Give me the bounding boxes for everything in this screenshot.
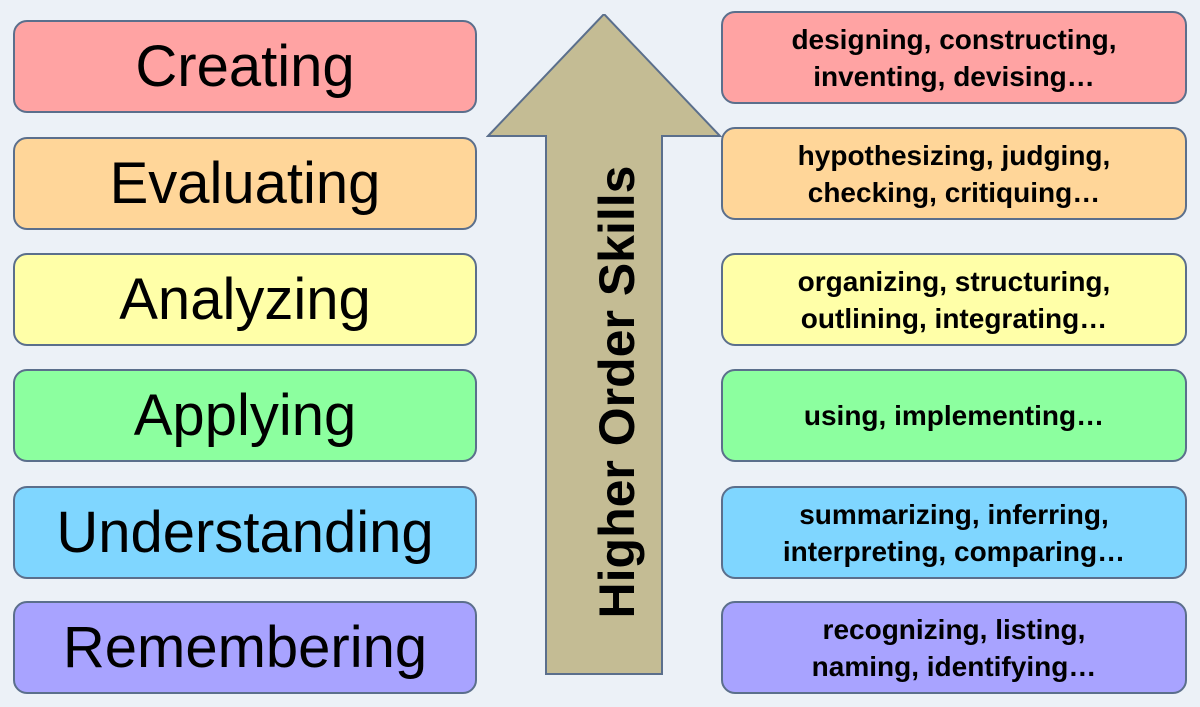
up-arrow-icon: Higher Order Skills [485, 12, 723, 675]
verbs-creating: designing, constructing, inventing, devi… [721, 11, 1187, 104]
verbs-line: interpreting, comparing… [782, 535, 1126, 567]
level-label: Remembering [62, 615, 428, 680]
verbs-line: using, implementing… [803, 400, 1105, 431]
verbs-line: checking, critiquing… [807, 176, 1101, 208]
level-analyzing: Analyzing [13, 253, 477, 346]
verbs-line: naming, identifying… [811, 650, 1097, 682]
verbs-evaluating: hypothesizing, judging, checking, critiq… [721, 127, 1187, 220]
level-applying: Applying [13, 369, 477, 462]
verbs-line: organizing, structuring, [797, 265, 1111, 297]
level-creating: Creating [13, 20, 477, 113]
verbs-remembering: recognizing, listing, naming, identifyin… [721, 601, 1187, 694]
verbs-line: designing, constructing, [791, 23, 1117, 55]
higher-order-skills-arrow: Higher Order Skills [485, 12, 723, 676]
verbs-understanding: summarizing, inferring, interpreting, co… [721, 486, 1187, 579]
verbs-line: summarizing, inferring, [799, 498, 1109, 530]
verbs-analyzing: organizing, structuring, outlining, inte… [721, 253, 1187, 346]
arrow-label: Higher Order Skills [589, 166, 645, 619]
level-label: Creating [135, 34, 355, 99]
verbs-line: outlining, integrating… [800, 302, 1108, 334]
verbs-line: hypothesizing, judging, [797, 139, 1111, 171]
verbs-line: inventing, devising… [813, 60, 1095, 92]
level-label: Understanding [56, 500, 434, 565]
level-label: Analyzing [119, 267, 371, 332]
level-remembering: Remembering [13, 601, 477, 694]
level-understanding: Understanding [13, 486, 477, 579]
verbs-applying: using, implementing… [721, 369, 1187, 462]
level-evaluating: Evaluating [13, 137, 477, 230]
level-label: Applying [133, 383, 357, 448]
verbs-line: recognizing, listing, [822, 613, 1086, 645]
level-label: Evaluating [109, 151, 381, 216]
